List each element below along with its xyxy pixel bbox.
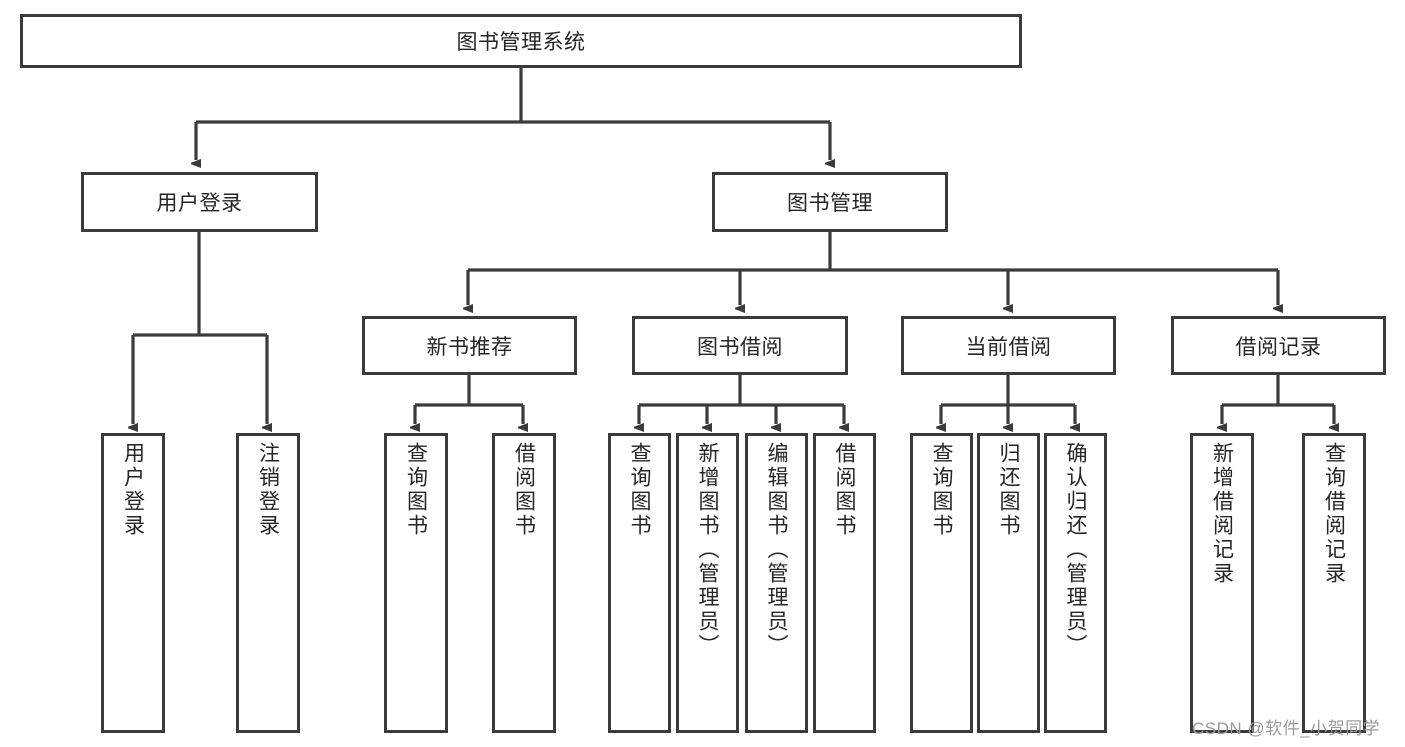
leaf-query-record[interactable]: 查询借阅记录: [1302, 433, 1366, 733]
leaf-return-book-label: 归还图书: [997, 442, 1020, 538]
leaf-user-login-label: 用户登录: [121, 442, 145, 538]
node-book-manage[interactable]: 图书管理: [712, 172, 948, 232]
leaf-query-book-2-label: 查询图书: [628, 442, 651, 538]
leaf-query-record-label: 查询借阅记录: [1322, 442, 1346, 586]
node-book-borrow[interactable]: 图书借阅: [632, 316, 848, 375]
leaf-borrow-book-2-label: 借阅图书: [833, 442, 856, 538]
leaf-borrow-book-1[interactable]: 借阅图书: [492, 433, 556, 733]
leaf-query-book-1-label: 查询图书: [404, 442, 428, 538]
node-user-login-label: 用户登录: [156, 192, 243, 215]
leaf-logout-label: 注销登录: [256, 442, 280, 538]
node-book-manage-label: 图书管理: [787, 192, 873, 215]
leaf-return-book[interactable]: 归还图书: [977, 433, 1040, 733]
node-current-borrow[interactable]: 当前借阅: [901, 316, 1116, 375]
node-root[interactable]: 图书管理系统: [20, 14, 1022, 68]
leaf-user-login[interactable]: 用户登录: [101, 433, 165, 733]
leaf-add-record-label: 新增借阅记录: [1210, 442, 1234, 586]
node-borrow-record[interactable]: 借阅记录: [1171, 316, 1386, 375]
node-user-login[interactable]: 用户登录: [81, 172, 318, 232]
node-new-book-rec[interactable]: 新书推荐: [362, 316, 577, 375]
leaf-add-record[interactable]: 新增借阅记录: [1190, 433, 1254, 733]
node-current-borrow-label: 当前借阅: [965, 335, 1052, 359]
leaf-logout[interactable]: 注销登录: [236, 433, 300, 733]
leaf-add-book[interactable]: 新增图书（管理员）: [676, 433, 739, 733]
node-book-borrow-label: 图书借阅: [697, 335, 783, 359]
leaf-add-book-label: 新增图书（管理员）: [696, 442, 719, 658]
leaf-query-book-2[interactable]: 查询图书: [608, 433, 671, 733]
leaf-query-book-1[interactable]: 查询图书: [384, 433, 448, 733]
leaf-query-book-3-label: 查询图书: [930, 442, 953, 538]
leaf-query-book-3[interactable]: 查询图书: [910, 433, 973, 733]
leaf-borrow-book-1-label: 借阅图书: [512, 442, 536, 538]
leaf-edit-book-label: 编辑图书（管理员）: [765, 442, 788, 658]
leaf-confirm-return-label: 确认归还（管理员）: [1064, 442, 1087, 658]
watermark: CSDN @软件_小贺同学: [1192, 719, 1381, 738]
node-root-label: 图书管理系统: [456, 31, 586, 54]
node-borrow-record-label: 借阅记录: [1235, 335, 1322, 359]
leaf-borrow-book-2[interactable]: 借阅图书: [813, 433, 876, 733]
leaf-confirm-return[interactable]: 确认归还（管理员）: [1044, 433, 1107, 733]
leaf-edit-book[interactable]: 编辑图书（管理员）: [745, 433, 808, 733]
node-new-book-rec-label: 新书推荐: [426, 335, 513, 359]
